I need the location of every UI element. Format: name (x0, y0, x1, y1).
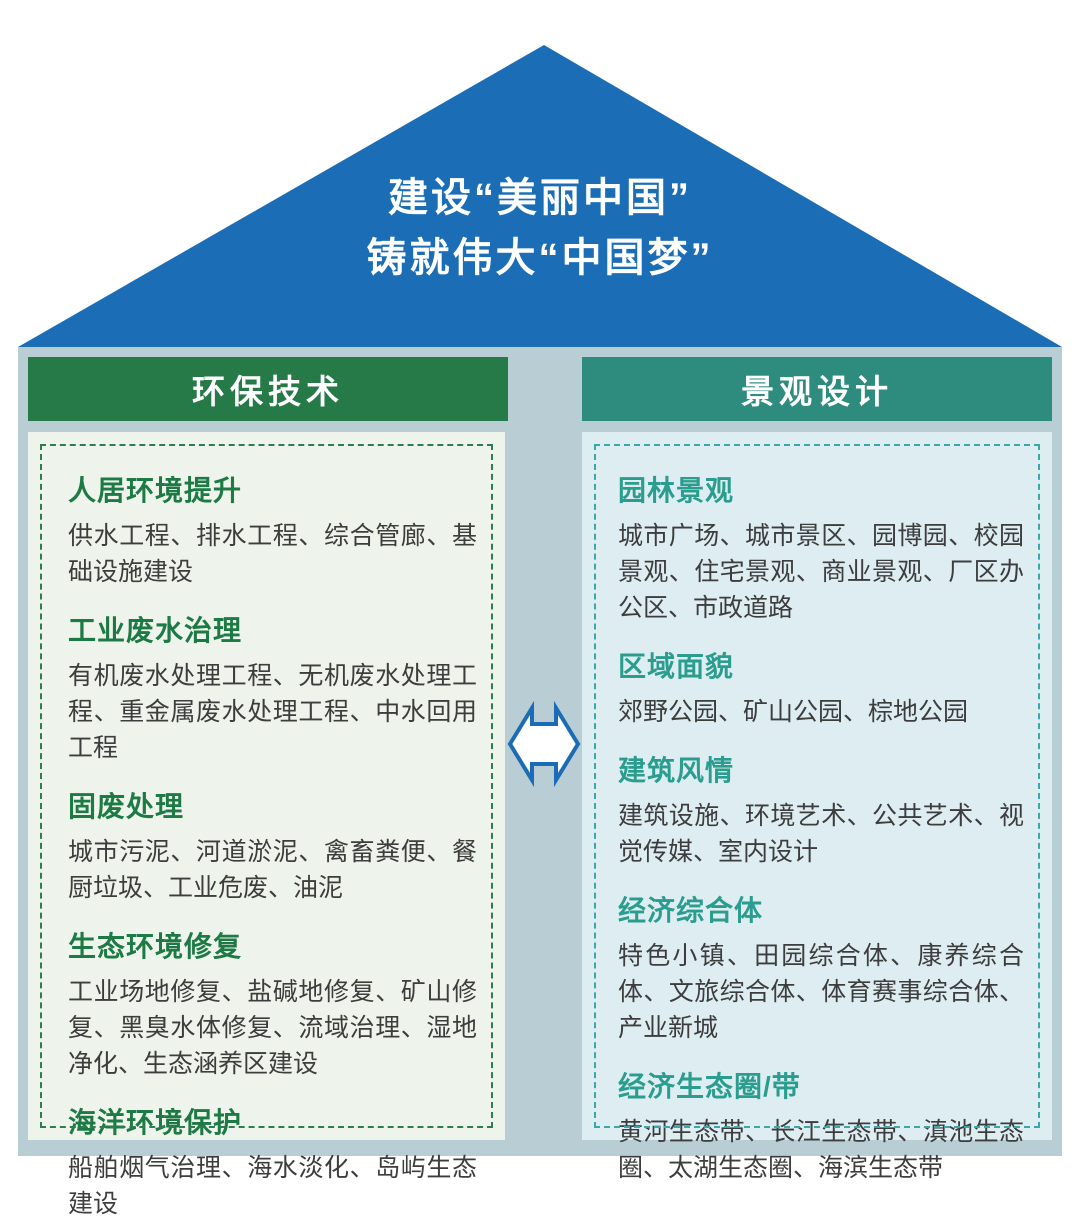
section-solid-waste: 固废处理 城市污泥、河道淤泥、禽畜粪便、餐厨垃圾、工业危废、油泥 (68, 790, 477, 906)
section-economic-complex: 经济综合体 特色小镇、田园综合体、康养综合体、文旅综合体、体育赛事综合体、产业新… (618, 894, 1024, 1046)
section-marine-protection: 海洋环境保护 船舶烟气治理、海水淡化、岛屿生态建设 (68, 1106, 477, 1222)
roof-slogan-line2: 铸就伟大“中国梦” (366, 236, 714, 280)
section-body: 有机废水处理工程、无机废水处理工程、重金属废水处理工程、中水回用工程 (68, 662, 477, 762)
section-title: 生态环境修复 (68, 931, 243, 962)
section-architecture-style: 建筑风情 建筑设施、环境艺术、公共艺术、视觉传媒、室内设计 (618, 754, 1024, 870)
section-title: 区域面貌 (618, 651, 735, 682)
section-body: 黄河生态带、长江生态带、滇池生态圈、太湖生态圈、海滨生态带 (618, 1118, 1024, 1182)
section-title: 海洋环境保护 (68, 1107, 243, 1138)
section-body: 城市污泥、河道淤泥、禽畜粪便、餐厨垃圾、工业危废、油泥 (68, 838, 477, 902)
section-body: 城市广场、城市景区、园博园、校园景观、住宅景观、商业景观、厂区办公区、市政道路 (618, 522, 1024, 622)
section-body: 郊野公园、矿山公园、棕地公园 (618, 698, 969, 726)
section-title: 经济综合体 (618, 895, 764, 926)
roof-slogan: 建设“美丽中国” 铸就伟大“中国梦” (0, 168, 1080, 288)
section-body: 船舶烟气治理、海水淡化、岛屿生态建设 (68, 1154, 477, 1218)
section-habitat: 人居环境提升 供水工程、排水工程、综合管廊、基础设施建设 (68, 474, 477, 590)
section-eco-restoration: 生态环境修复 工业场地修复、盐碱地修复、矿山修复、黑臭水体修复、流域治理、湿地净… (68, 930, 477, 1082)
roof-triangle (18, 45, 1062, 347)
header-environment-tech: 环保技术 (28, 357, 508, 421)
header-landscape-design: 景观设计 (582, 357, 1052, 421)
section-eco-economic-belt: 经济生态圈/带 黄河生态带、长江生态带、滇池生态圈、太湖生态圈、海滨生态带 (618, 1070, 1024, 1186)
section-title: 人居环境提升 (68, 475, 243, 506)
roof-slogan-line1: 建设“美丽中国” (388, 176, 692, 220)
section-title: 园林景观 (618, 475, 735, 506)
section-industrial-wastewater: 工业废水治理 有机废水处理工程、无机废水处理工程、重金属废水处理工程、中水回用工… (68, 614, 477, 766)
panel-environment-tech: 人居环境提升 供水工程、排水工程、综合管廊、基础设施建设 工业废水治理 有机废水… (28, 432, 505, 1218)
section-title: 工业废水治理 (68, 615, 243, 646)
section-body: 建筑设施、环境艺术、公共艺术、视觉传媒、室内设计 (618, 802, 1024, 866)
panel-landscape-design: 园林景观 城市广场、城市景区、园博园、校园景观、住宅景观、商业景观、厂区办公区、… (582, 432, 1052, 1182)
section-body: 工业场地修复、盐碱地修复、矿山修复、黑臭水体修复、流域治理、湿地净化、生态涵养区… (68, 978, 477, 1078)
left-right-arrow-icon (506, 700, 582, 788)
infographic-page: { "roof": { "line1": "建设“美丽中国”", "line2"… (0, 45, 1080, 1218)
section-regional-features: 区域面貌 郊野公园、矿山公园、棕地公园 (618, 650, 1024, 730)
section-title: 固废处理 (68, 791, 185, 822)
section-title: 经济生态圈/带 (618, 1071, 801, 1102)
section-title: 建筑风情 (618, 755, 735, 786)
section-body: 供水工程、排水工程、综合管廊、基础设施建设 (68, 522, 477, 586)
section-body: 特色小镇、田园综合体、康养综合体、文旅综合体、体育赛事综合体、产业新城 (618, 942, 1024, 1042)
section-garden-landscape: 园林景观 城市广场、城市景区、园博园、校园景观、住宅景观、商业景观、厂区办公区、… (618, 474, 1024, 626)
